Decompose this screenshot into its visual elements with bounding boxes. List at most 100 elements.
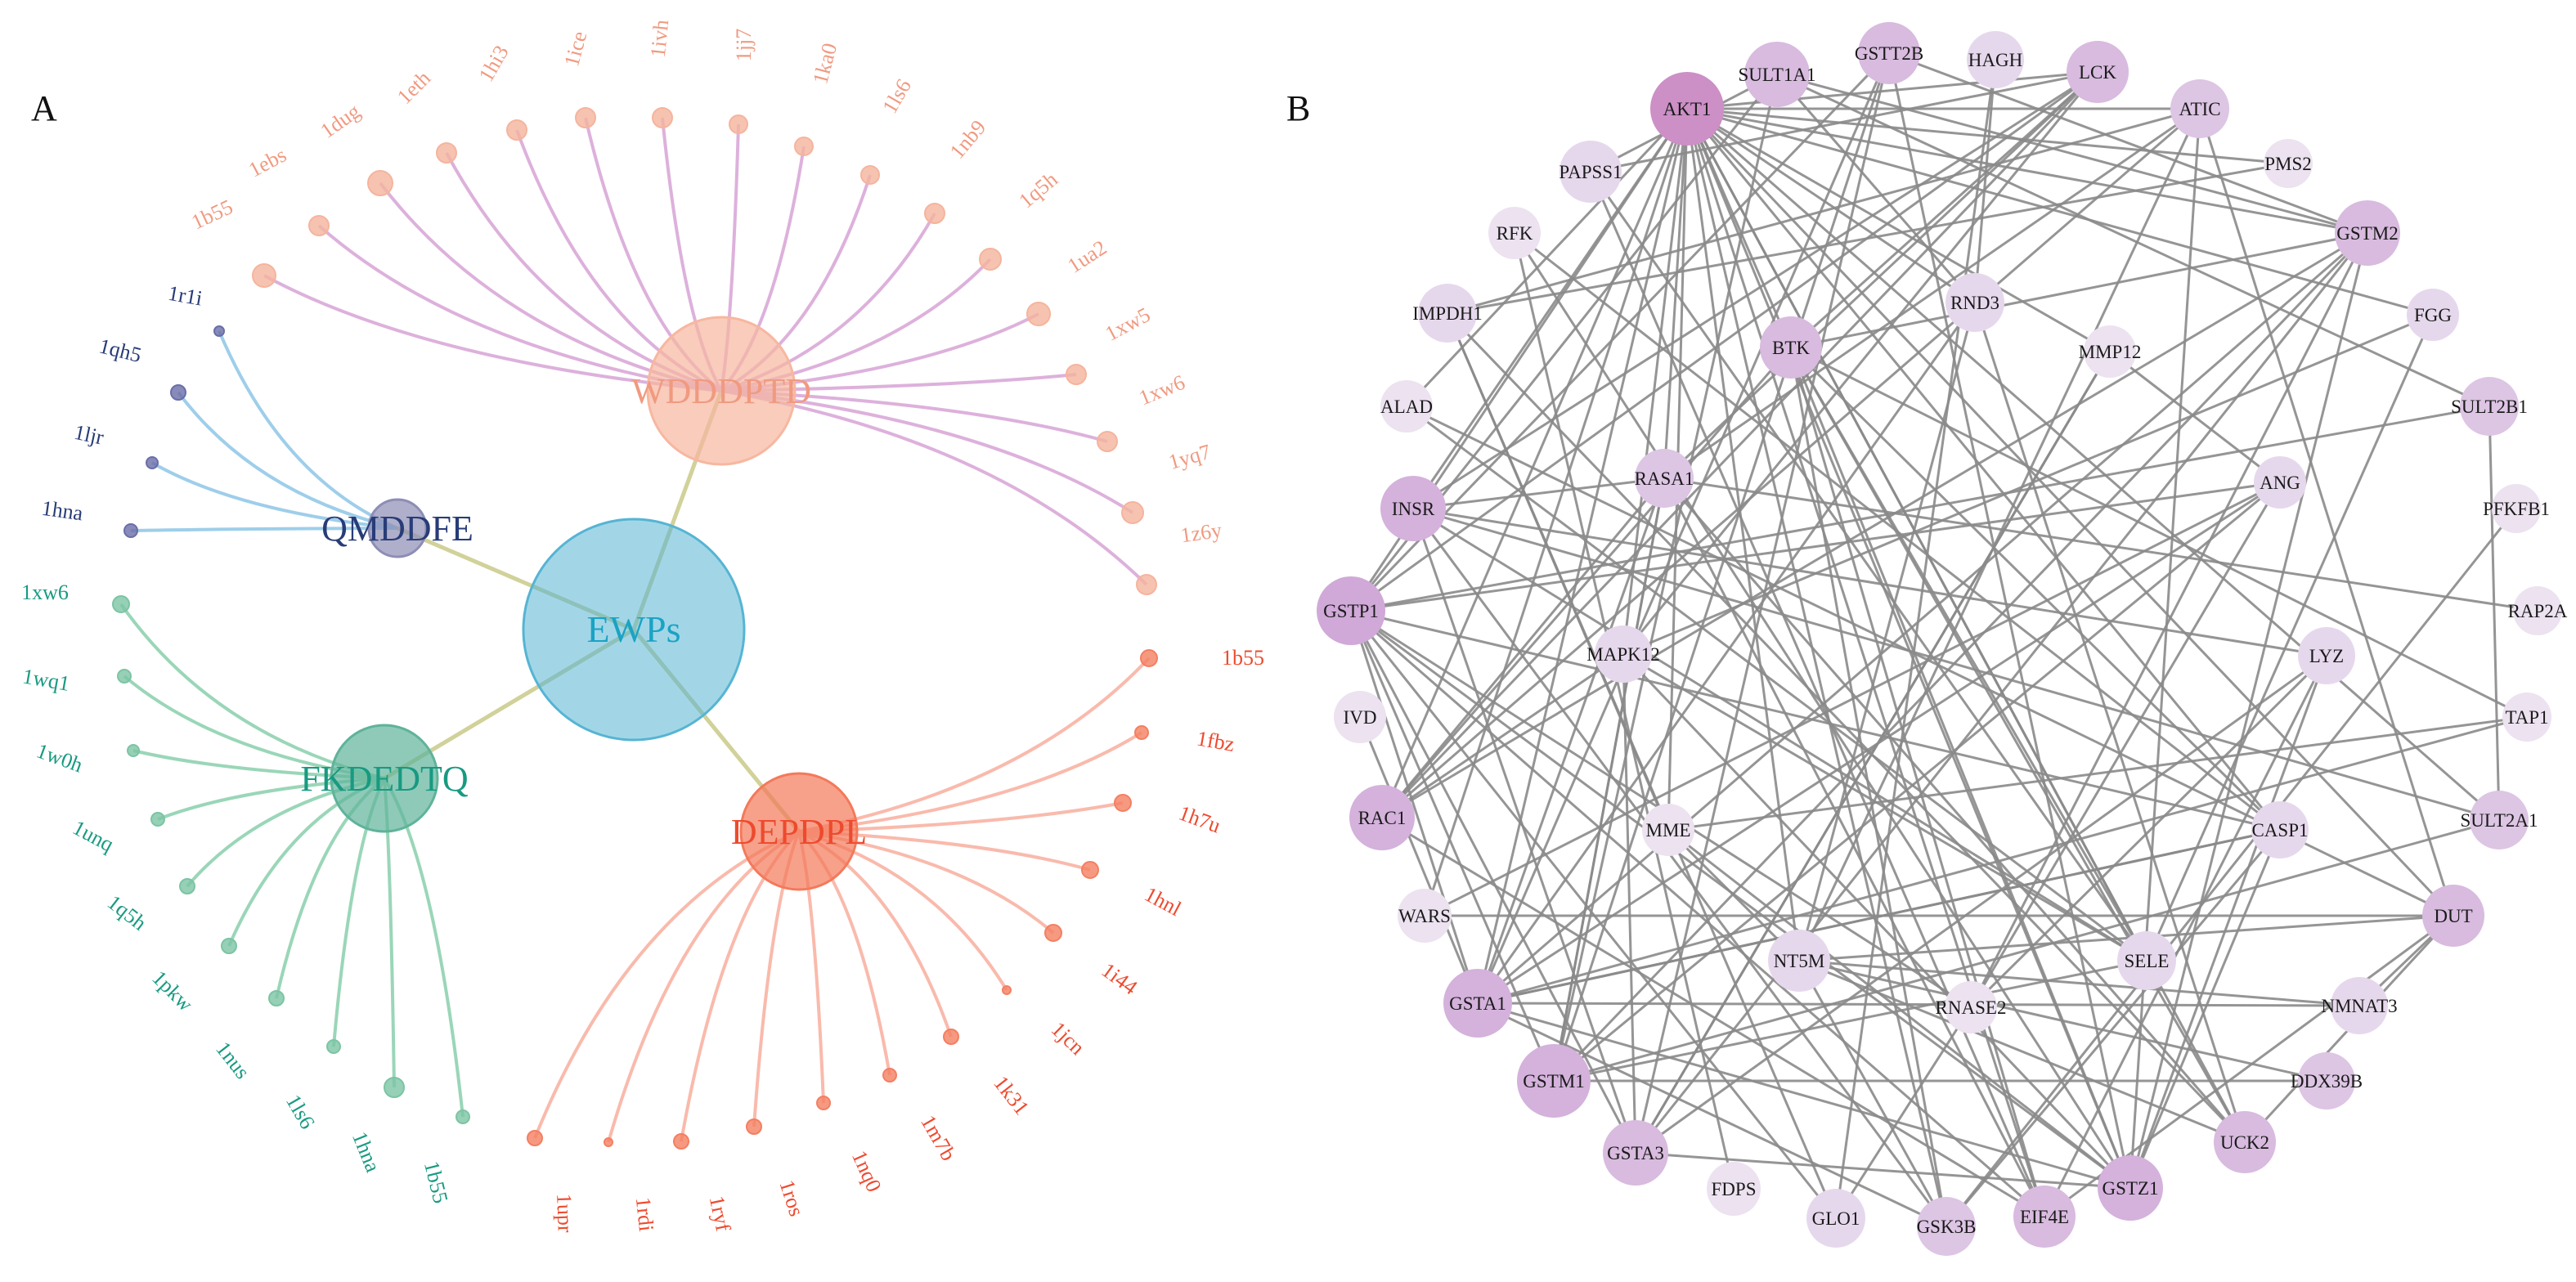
node-gsta3 xyxy=(1603,1120,1668,1186)
edge-btk-tap1 xyxy=(1790,346,2528,719)
edge-rac1-rasa1 xyxy=(1380,477,1666,818)
leaf-label-wdddptd-1hi3: 1hi3 xyxy=(474,41,514,86)
edge-gsk3b-gsta1 xyxy=(1477,1002,1947,1228)
edge-wars-ang xyxy=(1424,481,2281,917)
edge-ang-rnase2 xyxy=(1969,482,2282,1008)
node-label-ddx39b: DDX39B xyxy=(2291,1071,2363,1091)
edge-eif4e-lyz xyxy=(2043,655,2328,1217)
edge-sult2b1-sult2a1 xyxy=(2488,406,2501,821)
edge-lck-papss1 xyxy=(1590,70,2098,173)
edge-lck-insr xyxy=(1412,70,2098,510)
leaf-label-qmddfe-1hna: 1hna xyxy=(40,496,85,526)
node-insr xyxy=(1380,476,1446,541)
leaf-node-fkdedtq-1pkw xyxy=(221,938,237,954)
edge-btk-casp1 xyxy=(1789,346,2282,832)
node-sult2a1 xyxy=(2470,791,2529,849)
node-rap2a xyxy=(2513,586,2562,635)
leaf-label-wdddptd-1ebs: 1ebs xyxy=(245,143,290,182)
edge-mapk12-gstz1 xyxy=(1622,652,2132,1190)
node-label-mme: MME xyxy=(1646,820,1691,840)
leaf-label-wdddptd-1ka0: 1ka0 xyxy=(808,41,841,87)
node-label-eif4e: EIF4E xyxy=(2020,1207,2069,1227)
leaf-label-qmddfe-1qh5: 1qh5 xyxy=(96,334,143,367)
node-label-sele: SELE xyxy=(2125,951,2170,971)
edge-akt1-casp1 xyxy=(1685,108,2282,831)
node-gstm1 xyxy=(1517,1044,1591,1118)
edge-btk-uck2 xyxy=(1789,347,2246,1143)
node-gstm2 xyxy=(2335,200,2400,266)
edge-sele-mapk12 xyxy=(1622,652,2147,962)
edge-rasa1-gsta1 xyxy=(1476,477,1666,1004)
edge-akt1-insr xyxy=(1411,108,1689,509)
edge-gstt2b-gstm2 xyxy=(1888,52,2368,235)
edge-gstp1-casp1 xyxy=(1350,609,2281,832)
leaf-label-wdddptd-1ivh: 1ivh xyxy=(646,19,674,59)
leaf-label-depdpl-1upr: 1upr xyxy=(552,1193,577,1233)
leaf-label-depdpl-1m7b: 1m7b xyxy=(916,1111,961,1165)
leaf-label-fkdedtq-1nus: 1nus xyxy=(211,1037,254,1083)
leaf-edge-qmddfe-1ljr xyxy=(151,461,398,530)
edge-akt1-pms2 xyxy=(1686,107,2289,165)
node-label-rap2a: RAP2A xyxy=(2508,601,2568,621)
edge-hagh-glo1 xyxy=(1834,59,1997,1219)
edge-mmp12-gsta3 xyxy=(1634,351,2112,1154)
leaf-label-depdpl-1ryf: 1ryf xyxy=(705,1194,735,1234)
node-label-lyz: LYZ xyxy=(2309,646,2344,666)
node-rnd3 xyxy=(1945,273,2004,332)
node-gstp1 xyxy=(1317,576,1385,645)
node-label-pfkfb1: PFKFB1 xyxy=(2483,499,2550,519)
edge-akt1-gsk3b xyxy=(1685,108,1948,1227)
node-gstt2b xyxy=(1858,22,1920,84)
leaf-node-wdddptd-1ls6 xyxy=(860,165,880,185)
node-ewps-label: EWPs xyxy=(587,608,681,650)
edge-gstm2-btk xyxy=(1790,231,2368,349)
node-label-rac1: RAC1 xyxy=(1358,808,1407,828)
edge-rnd3-uck2 xyxy=(1973,302,2246,1143)
edge-rac1-btk xyxy=(1380,347,1793,818)
leaf-edge-depdpl-1upr xyxy=(533,830,800,1139)
leaf-node-wdddptd-1ebs xyxy=(308,215,330,236)
leaf-label-depdpl-1i44: 1i44 xyxy=(1097,958,1142,1000)
hub-node-fkdedtq xyxy=(330,724,439,833)
node-label-gstz1: GSTZ1 xyxy=(2103,1178,2159,1199)
leaf-node-wdddptd-1dug xyxy=(367,170,393,196)
edge-gstm2-gsta3 xyxy=(1634,232,2369,1154)
edge-gstz1-lyz xyxy=(2129,655,2328,1189)
edge-gstp1-ang xyxy=(1350,481,2281,612)
node-lck xyxy=(2067,41,2129,103)
leaf-node-depdpl-1h7u xyxy=(1114,794,1132,812)
node-rasa1 xyxy=(1635,449,1694,508)
node-label-gstp1: GSTP1 xyxy=(1323,601,1379,621)
edge-papss1-eif4e xyxy=(1589,171,2046,1217)
leaf-node-depdpl-1fbz xyxy=(1134,725,1149,740)
node-label-sult1a1: SULT1A1 xyxy=(1739,65,1816,85)
edge-nmnat3-nt5m xyxy=(1798,959,2360,1007)
edge-atic-nt5m xyxy=(1797,108,2201,961)
node-atic xyxy=(2170,79,2229,138)
edge-pms2-impdh1 xyxy=(1447,162,2289,315)
leaf-node-qmddfe-1r1i xyxy=(213,325,225,337)
node-label-fgg: FGG xyxy=(2414,305,2452,325)
hub-node-qmddfe xyxy=(367,498,428,558)
leaf-edge-qmddfe-1r1i xyxy=(218,330,398,530)
leaf-node-depdpl-1hnl xyxy=(1081,861,1099,879)
leaf-node-wdddptd-1xw6 xyxy=(1097,431,1118,452)
node-label-mapk12: MAPK12 xyxy=(1586,644,1659,665)
edge-gstt2b-gstm1 xyxy=(1552,52,1891,1082)
hub-label-qmddfe: QMDDFE xyxy=(321,509,473,549)
edge-lck-rac1 xyxy=(1380,70,2099,819)
edge-lyz-gsta3 xyxy=(1635,654,2327,1154)
edge-ang-gsta1 xyxy=(1477,481,2281,1005)
node-label-hagh: HAGH xyxy=(1968,50,2022,70)
edge-akt1-fgg xyxy=(1686,107,2434,316)
node-label-sult2b1: SULT2B1 xyxy=(2451,397,2528,417)
leaf-label-wdddptd-1ua2: 1ua2 xyxy=(1063,235,1111,278)
edge-lck-btk xyxy=(1789,70,2099,349)
edge-nmnat3-gsta1 xyxy=(1477,1002,2360,1007)
edge-gstm1-gstp1 xyxy=(1349,610,1555,1082)
node-label-uck2: UCK2 xyxy=(2220,1132,2269,1153)
leaf-label-depdpl-1jcn: 1jcn xyxy=(1047,1017,1089,1060)
node-label-casp1: CASP1 xyxy=(2251,820,2308,840)
